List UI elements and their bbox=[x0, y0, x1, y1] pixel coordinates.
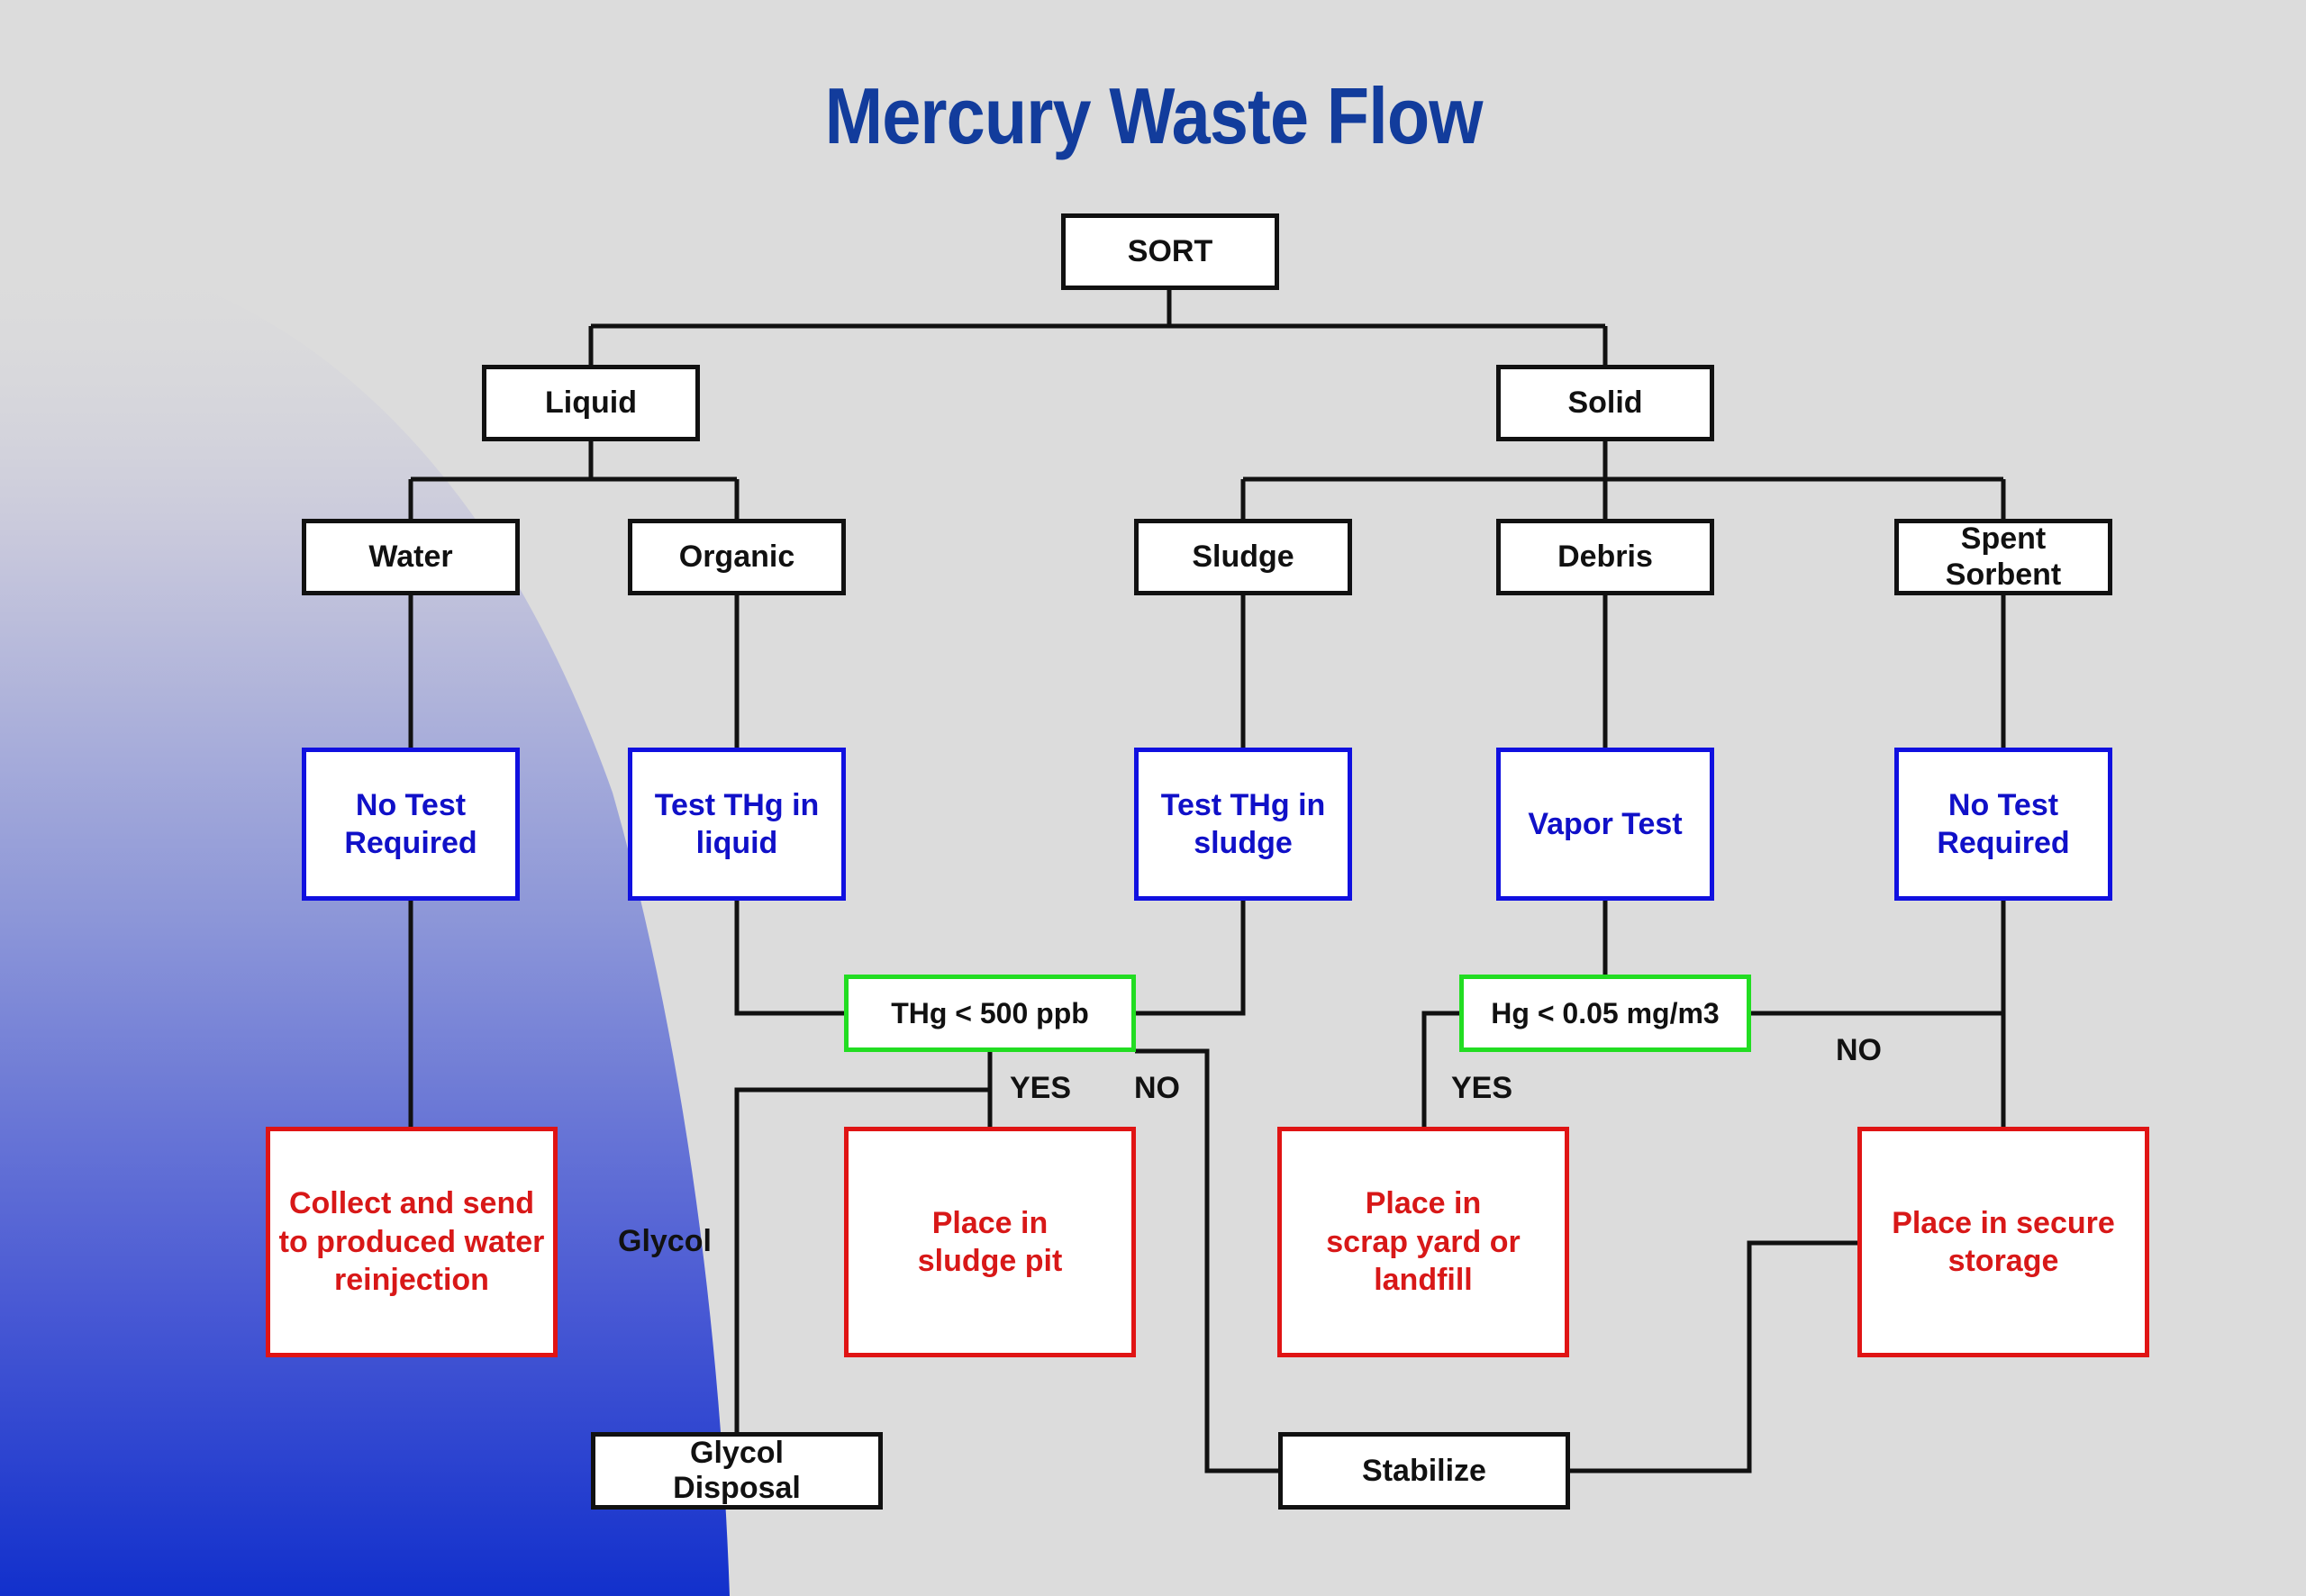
debris-box: Debris bbox=[1496, 519, 1714, 595]
thg-decision-box: THg < 500 ppb bbox=[844, 975, 1136, 1052]
scrap-yard-box: Place in scrap yard or landfill bbox=[1277, 1127, 1569, 1357]
water-box: Water bbox=[302, 519, 520, 595]
liquid-box: Liquid bbox=[482, 365, 700, 441]
thg-yes-label: YES bbox=[1010, 1071, 1072, 1105]
organic-test-box: Test THg in liquid bbox=[628, 748, 846, 901]
sludge-box: Sludge bbox=[1134, 519, 1352, 595]
page-title: Mercury Waste Flow bbox=[824, 71, 1484, 160]
hg-yes-label: YES bbox=[1451, 1071, 1513, 1105]
solid-box: Solid bbox=[1496, 365, 1714, 441]
sludge-test-box: Test THg in sludge bbox=[1134, 748, 1352, 901]
sorbent-no-test-box: No Test Required bbox=[1894, 748, 2112, 901]
sort-box: SORT bbox=[1061, 213, 1279, 290]
hg-no-label: NO bbox=[1836, 1033, 1882, 1067]
sludge-pit-box: Place in sludge pit bbox=[844, 1127, 1136, 1357]
glycol-disposal-box: Glycol Disposal bbox=[591, 1432, 883, 1510]
blue-swoosh-shape bbox=[0, 243, 730, 1596]
hg-decision-box: Hg < 0.05 mg/m3 bbox=[1459, 975, 1751, 1052]
spent-sorbent-box: Spent Sorbent bbox=[1894, 519, 2112, 595]
vapor-test-box: Vapor Test bbox=[1496, 748, 1714, 901]
stabilize-box: Stabilize bbox=[1278, 1432, 1570, 1510]
thg-no-label: NO bbox=[1134, 1071, 1180, 1105]
water-outcome-box: Collect and send to produced water reinj… bbox=[266, 1127, 558, 1357]
glycol-label: Glycol bbox=[618, 1224, 712, 1258]
secure-storage-box: Place in secure storage bbox=[1857, 1127, 2149, 1357]
water-no-test-box: No Test Required bbox=[302, 748, 520, 901]
organic-box: Organic bbox=[628, 519, 846, 595]
